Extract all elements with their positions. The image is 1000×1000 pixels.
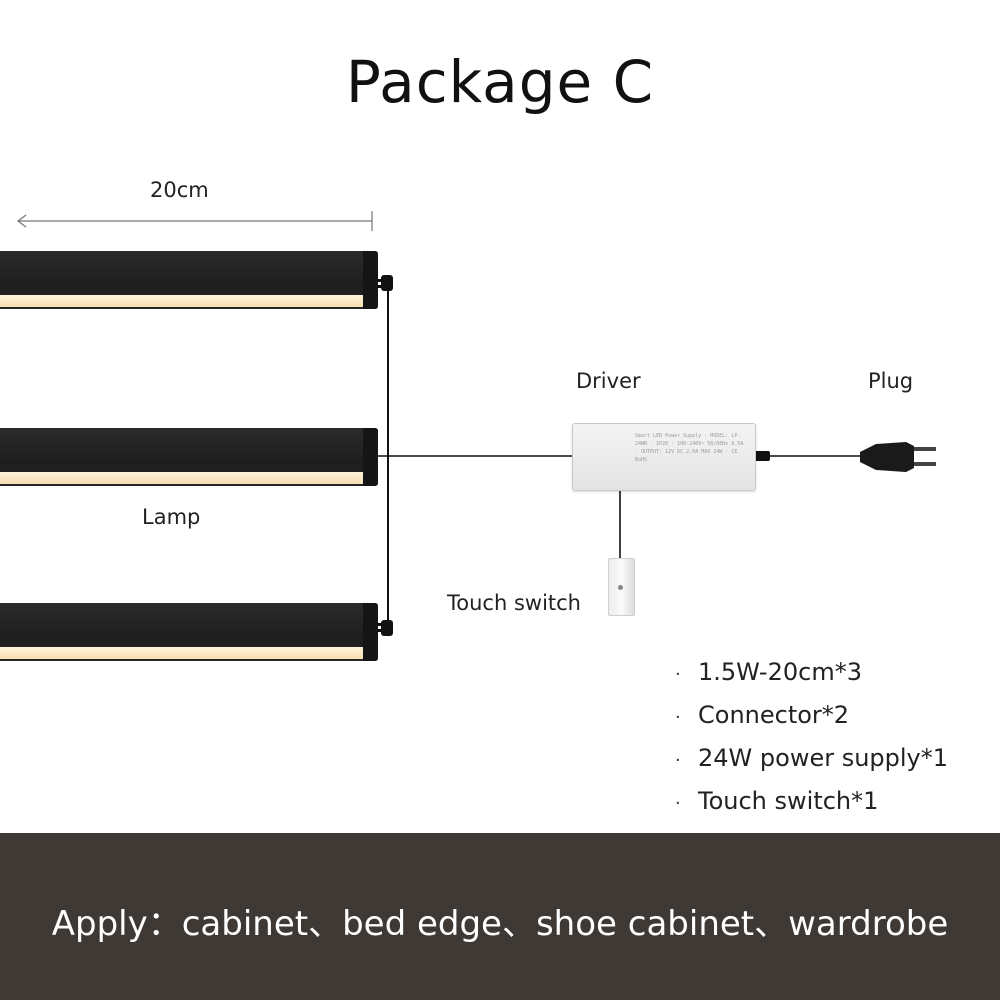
touch-switch-label: Touch switch: [447, 591, 581, 615]
lamp-bar-top: [0, 251, 378, 309]
lamp-bar-bottom: [0, 603, 378, 661]
spec-item: ·1.5W-20cm*3: [675, 658, 862, 686]
plug-icon: [860, 442, 914, 472]
connector-top-icon: [381, 275, 393, 291]
application-text: Apply：cabinet、bed edge、shoe cabinet、ward…: [51, 904, 949, 944]
spec-item: ·Connector*2: [675, 701, 850, 729]
driver-label-text: Smart LED Power Supply · MODEL: LP-24WB …: [635, 433, 744, 463]
touch-switch-device: [608, 558, 635, 616]
package-contents-list: ·1.5W-20cm*3 ·Connector*2 ·24W power sup…: [675, 652, 948, 824]
page-title: Package C: [345, 48, 655, 116]
spec-item: ·Touch switch*1: [675, 787, 879, 815]
driver-power-supply: Smart LED Power Supply · MODEL: LP-24WB …: [572, 423, 756, 491]
lamp-label: Lamp: [142, 505, 201, 529]
footer-banner: Apply：cabinet、bed edge、shoe cabinet、ward…: [0, 833, 1000, 1000]
connector-bottom-icon: [381, 620, 393, 636]
spec-item: ·24W power supply*1: [675, 744, 949, 772]
lamp-bar-middle: [0, 428, 378, 486]
driver-label: Driver: [576, 369, 641, 393]
plug-label: Plug: [868, 369, 914, 393]
wiring: [378, 275, 936, 636]
dimension-label: 20cm: [150, 178, 209, 202]
dimension-arrow: [17, 211, 373, 231]
